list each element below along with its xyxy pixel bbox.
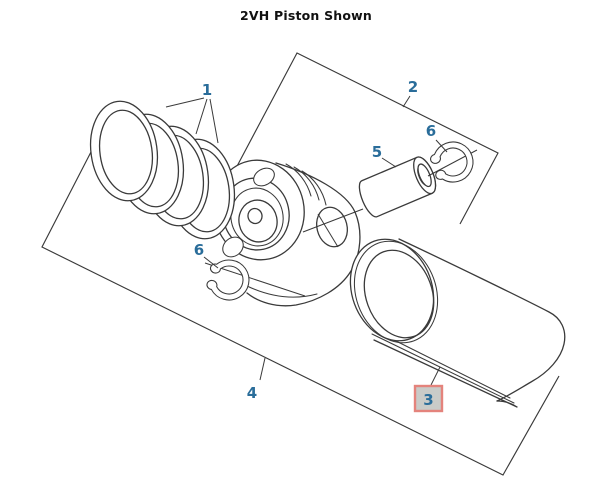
retaining-ring-right — [427, 141, 478, 183]
retaining-ring-left — [204, 259, 306, 301]
piston-pin — [358, 156, 437, 218]
callout-6-left: 6 — [194, 241, 219, 269]
callout-5: 5 — [372, 143, 397, 168]
callout-1-label[interactable]: 1 — [202, 81, 212, 99]
callout-1-leaders — [165, 97, 219, 144]
callout-5-leader — [381, 157, 397, 168]
callout-6-right-label[interactable]: 6 — [426, 122, 436, 140]
callout-3-leader — [430, 366, 441, 386]
callout-4-label[interactable]: 4 — [247, 384, 257, 402]
pin-axis-line — [302, 208, 364, 233]
callout-2-leader — [402, 95, 411, 108]
callout-3-highlight-badge[interactable] — [413, 384, 444, 413]
callout-1: 1 — [165, 81, 219, 144]
callout-4-leader — [259, 357, 266, 381]
piston-ring-1 — [89, 100, 159, 202]
callout-3-highlighted: 3 — [413, 366, 444, 413]
piston-pin-bore — [316, 206, 348, 248]
callout-6-left-label[interactable]: 6 — [194, 241, 204, 259]
piston-rings — [89, 100, 236, 240]
callout-6-right-leader — [435, 139, 448, 153]
callout-5-label[interactable]: 5 — [372, 143, 382, 161]
callout-6-left-leader — [203, 256, 219, 269]
diagram-title: 2VH Piston Shown — [239, 8, 373, 23]
callout-3-label[interactable]: 3 — [423, 391, 433, 409]
callout-2-label[interactable]: 2 — [408, 78, 418, 96]
kit-box-outline-4 — [41, 149, 560, 476]
callout-6-right: 6 — [426, 122, 448, 153]
cylinder-liner — [349, 238, 566, 408]
piston — [213, 159, 364, 307]
piston-kit-box-outline-2 — [234, 52, 499, 225]
callout-4: 4 — [247, 357, 266, 402]
callout-2: 2 — [402, 78, 418, 108]
